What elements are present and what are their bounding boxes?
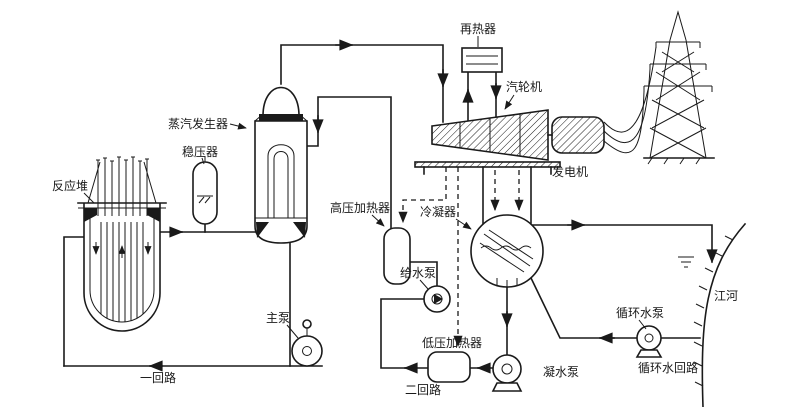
main-steam-pipes <box>280 39 502 123</box>
feedwater-pump-symbol <box>423 285 451 313</box>
label-main-pump: 主泵 <box>266 311 290 325</box>
condensate-pipes <box>403 286 513 374</box>
labels: 反应堆 稳压器 蒸汽发生器 再热器 汽轮机 发电机 高压加热器 冷凝器 给水泵 … <box>52 22 738 397</box>
power-lines <box>603 46 657 154</box>
label-reheater: 再热器 <box>460 22 496 36</box>
label-hp-heater: 高压加热器 <box>330 200 390 215</box>
label-secondary-loop: 二回路 <box>405 382 441 397</box>
steam-generator-vessel <box>254 86 308 244</box>
turbine-foundation <box>414 161 561 168</box>
label-condenser: 冷凝器 <box>420 204 456 219</box>
label-leader-lines <box>83 36 647 339</box>
label-steam-generator: 蒸汽发生器 <box>168 116 228 131</box>
cooling-water-pipes <box>529 219 718 344</box>
electric-generator <box>551 116 605 154</box>
circulating-pump-symbol <box>635 325 663 358</box>
label-primary-loop: 一回路 <box>140 370 176 385</box>
condensate-pump-symbol <box>491 354 523 392</box>
label-pressurizer: 稳压器 <box>182 144 218 159</box>
pressurizer-vessel <box>192 156 218 233</box>
transmission-tower <box>643 10 715 165</box>
label-circulating-loop: 循环水回路 <box>638 360 698 375</box>
main-pump-symbol <box>291 319 323 367</box>
label-river: 江河 <box>714 289 738 303</box>
label-generator: 发电机 <box>552 164 588 179</box>
label-condensate-pump: 凝水泵 <box>543 364 579 379</box>
steam-turbine <box>414 109 561 175</box>
label-lp-heater: 低压加热器 <box>422 336 482 350</box>
condenser-shell <box>470 214 544 288</box>
reactor-vessel <box>77 156 167 332</box>
reheater-box <box>461 47 503 73</box>
label-reactor: 反应堆 <box>52 178 88 193</box>
lp-heater-vessel <box>427 351 471 383</box>
label-turbine: 汽轮机 <box>506 79 542 94</box>
extraction-steam-dashed-lines <box>398 167 524 348</box>
primary-loop-pipes <box>63 226 323 372</box>
label-feedwater-pump: 给水泵 <box>400 266 436 280</box>
hp-heater-vessel <box>383 227 411 285</box>
turbine-exhaust-duct <box>482 166 532 225</box>
label-circulating-pump: 循环水泵 <box>616 306 664 320</box>
water-level-icon <box>678 256 694 268</box>
river-bank <box>678 222 747 407</box>
